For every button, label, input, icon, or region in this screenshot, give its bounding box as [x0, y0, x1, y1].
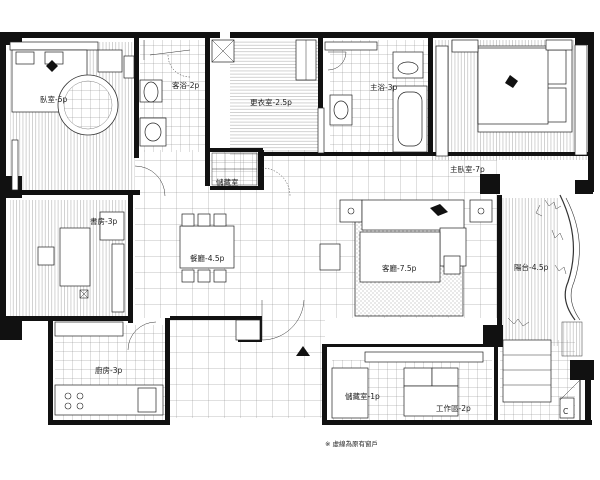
label-storage-room: 儲藏室-1p [345, 391, 380, 401]
small-storage [211, 152, 258, 186]
bedroom-left-furniture [9, 41, 135, 191]
label-balcony: 陽台-4.5p [514, 262, 549, 272]
label-guest-bath: 客浴-2p [172, 80, 199, 90]
label-storage-small: 儲藏室 [216, 177, 239, 187]
master-bedroom-furniture [435, 39, 588, 157]
c-marker: C [563, 407, 568, 416]
walls [0, 32, 594, 425]
dressing-room-fixtures [211, 39, 317, 81]
kitchen-fixtures [54, 321, 164, 416]
window-note: ※ 虛線為原有窗戶 [325, 439, 378, 448]
label-living: 客廳-7.5p [382, 263, 417, 273]
label-workspace: 工作區-2p [436, 403, 471, 413]
guest-bath-fixtures [139, 40, 191, 147]
label-dressing-room: 更衣室-2.5p [250, 97, 292, 107]
label-master-bedroom: 主臥室-7p [450, 164, 485, 174]
balcony-features [502, 194, 583, 420]
label-master-bath: 主浴-3p [370, 82, 397, 92]
room-labels: 臥室-5p 客浴-2p 更衣室-2.5p 主浴-3p 主臥室-7p 儲藏室 書房… [40, 80, 549, 413]
label-bedroom-left: 臥室-5p [40, 94, 67, 104]
entry-door [235, 299, 310, 356]
dining-furniture [134, 165, 291, 283]
label-kitchen: 廚房-3p [95, 365, 122, 375]
entry-arrow-icon [296, 346, 310, 356]
living-furniture [319, 199, 493, 317]
label-dining: 餐廳-4.5p [190, 253, 225, 263]
study-furniture [37, 211, 125, 313]
storage-work-fixtures [331, 351, 484, 419]
master-bath-fixtures [317, 41, 428, 154]
label-study: 書房-3p [90, 216, 117, 226]
